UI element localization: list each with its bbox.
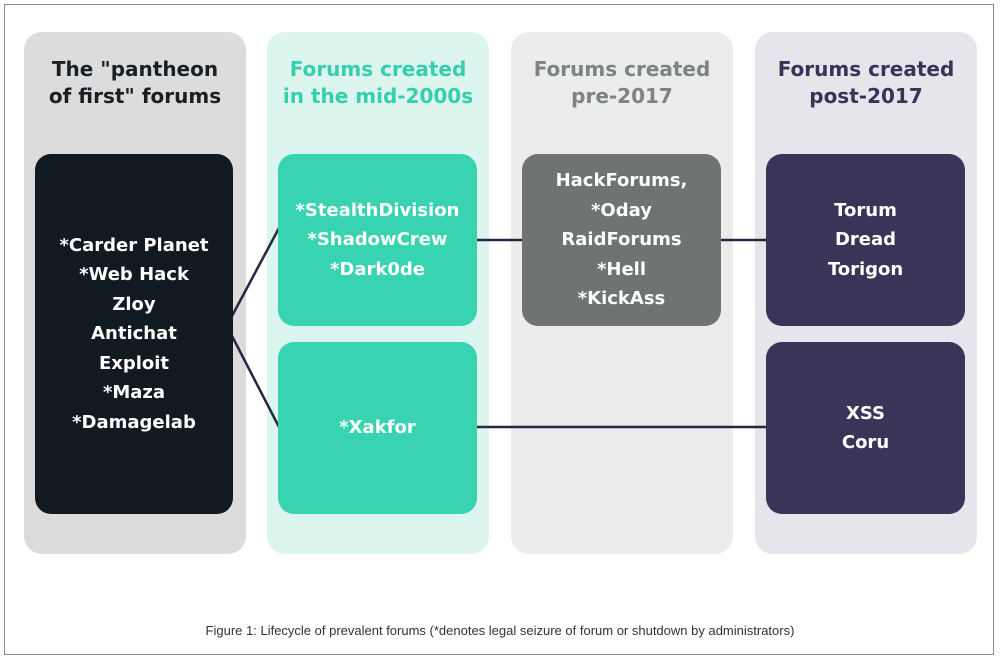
box-pre-2017: HackForums, *Oday RaidForums *Hell *Kick… <box>522 154 721 326</box>
box-post-2017-lower: XSS Coru <box>766 342 965 514</box>
column-title-mid-2000s: Forums created in the mid-2000s <box>282 57 474 108</box>
connector-first-to-mid-lower <box>230 335 281 428</box>
box-post-2017-upper: Torum Dread Torigon <box>766 154 965 326</box>
box-mid-2000s-upper: *StealthDivision *ShadowCrew *Dark0de <box>278 154 477 326</box>
column-title-post-2017: Forums created post-2017 <box>777 57 955 108</box>
column-title-pre-2017: Forums created pre-2017 <box>533 57 711 108</box>
figure-caption: Figure 1: Lifecycle of prevalent forums … <box>205 623 795 638</box>
box-mid-2000s-lower: *Xakfor <box>278 342 477 514</box>
column-title-pantheon: The "pantheon of first" forums <box>48 57 222 108</box>
box-first-forums: *Carder Planet *Web Hack Zloy Antichat E… <box>35 154 233 514</box>
connector-first-to-mid-upper <box>230 227 281 317</box>
